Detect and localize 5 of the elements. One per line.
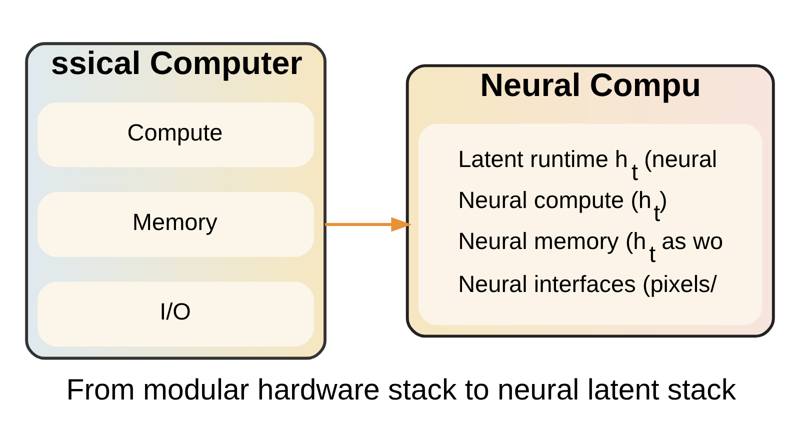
arrow	[325, 216, 412, 232]
node-box: I/O	[38, 281, 314, 346]
caption: From modular hardware stack to neural latent stack	[66, 372, 736, 406]
node-box: Compute	[38, 102, 314, 167]
node-box: Memory	[38, 192, 314, 256]
